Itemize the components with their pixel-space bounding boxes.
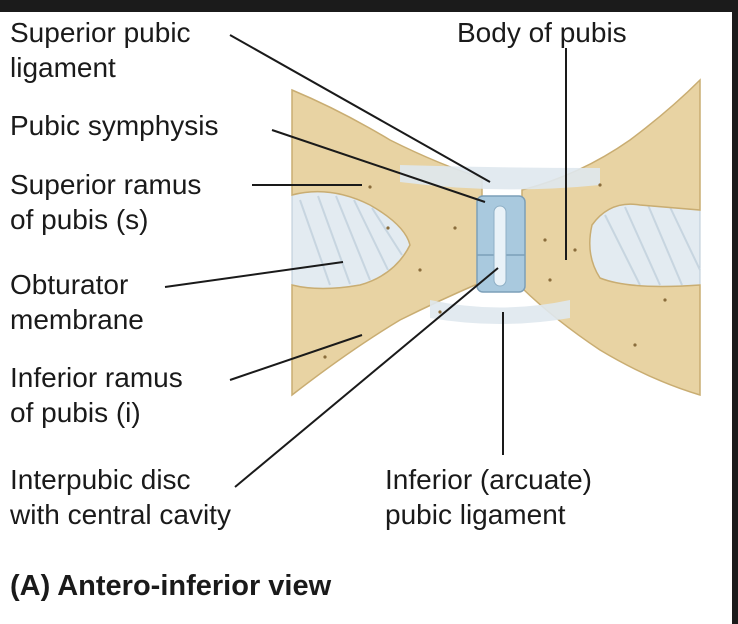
label-inferior-arcuate-ligament: Inferior (arcuate) pubic ligament (385, 464, 592, 530)
leader-interpubic-disc (234, 267, 499, 488)
label-obturator-membrane: Obturator membrane (10, 269, 144, 335)
top-frame-bar (0, 0, 738, 12)
right-frame-bar (732, 0, 738, 624)
bone-texture (323, 183, 667, 359)
label-superior-pubic-ligament: Superior pubic ligament (10, 17, 191, 83)
interpubic-central-cavity (493, 205, 507, 287)
label-superior-ramus: Superior ramus of pubis (s) (10, 169, 202, 235)
leader-obturator-membrane (164, 261, 344, 288)
label-pubic-symphysis: Pubic symphysis (10, 110, 219, 141)
superior-pubic-ligament (400, 165, 600, 190)
leader-inferior-ramus (229, 334, 363, 381)
leader-superior-pubic-ligament (229, 34, 491, 183)
leader-pubic-symphysis (271, 129, 486, 203)
label-inferior-ramus: Inferior ramus of pubis (i) (10, 362, 183, 428)
figure-caption: (A) Antero-inferior view (10, 570, 332, 602)
inferior-arcuate-ligament-shape (430, 300, 570, 324)
obturator-membrane-right (589, 203, 701, 287)
label-interpubic-disc: Interpubic disc with central cavity (10, 464, 231, 530)
leader-lines (164, 34, 567, 488)
label-body-of-pubis: Body of pubis (457, 17, 627, 48)
